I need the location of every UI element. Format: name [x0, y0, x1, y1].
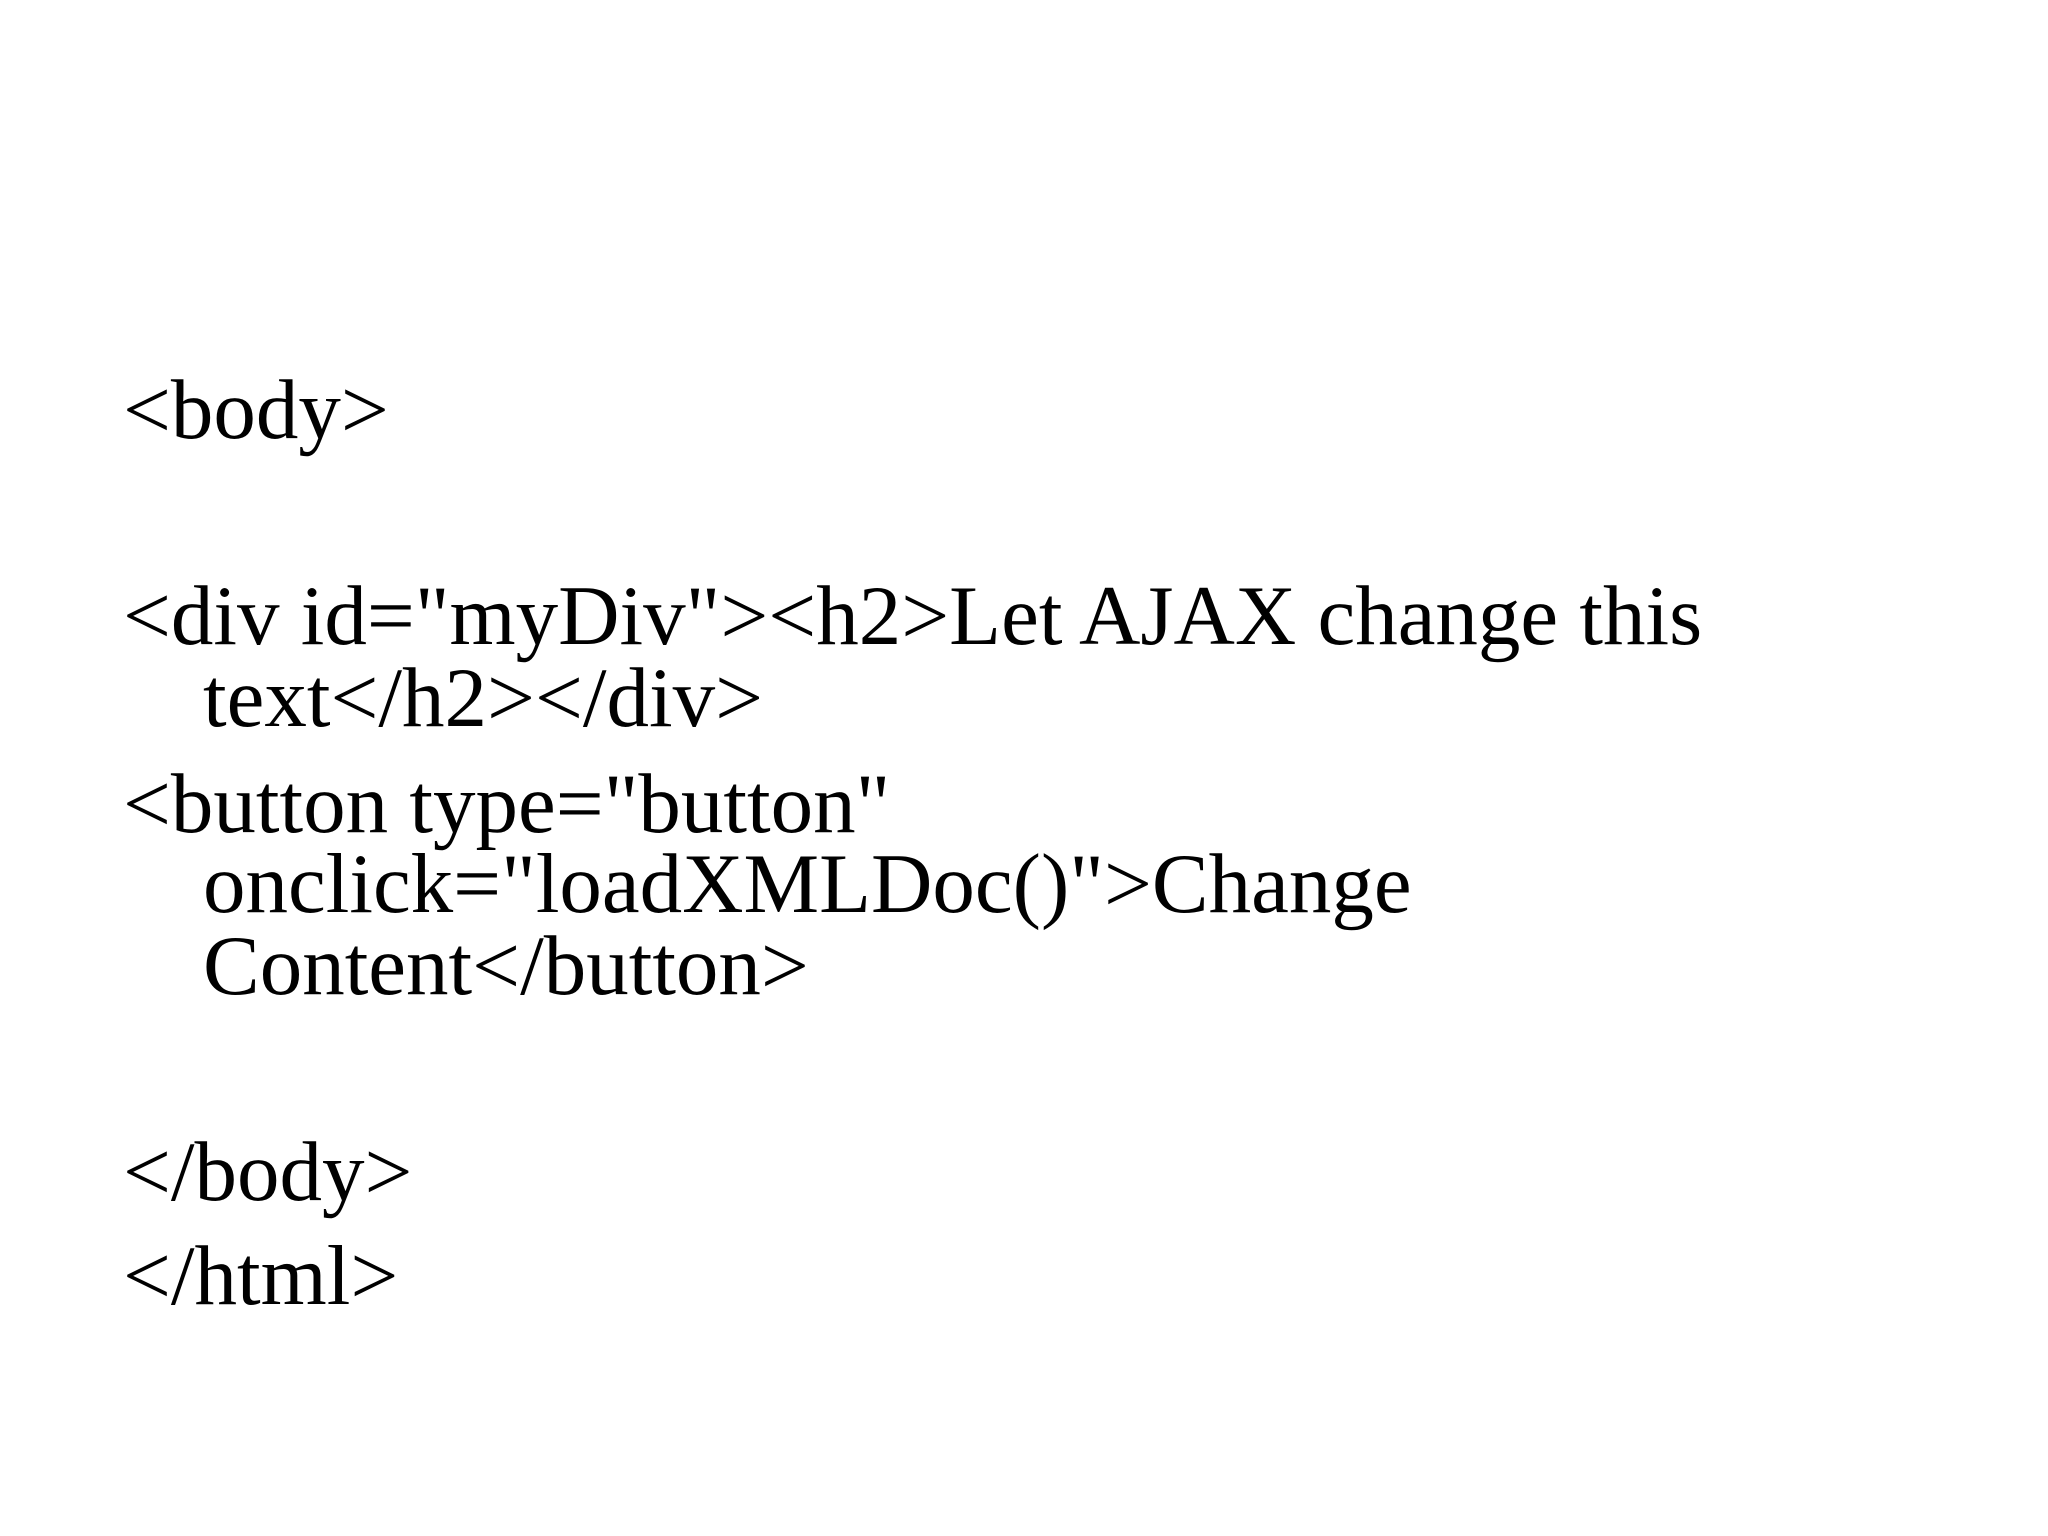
- code-line-body-close: </body>: [123, 1125, 413, 1219]
- code-line-body-open: <body>: [123, 363, 389, 457]
- code-line-button: <button type="button": [123, 757, 891, 851]
- code-line-html-close: </html>: [123, 1229, 399, 1323]
- code-line-button-onclick: onclick="loadXMLDoc()">Change: [203, 837, 1412, 931]
- code-line-button-content: Content</button>: [203, 919, 809, 1013]
- code-line-div: <div id="myDiv"><h2>Let AJAX change this: [123, 569, 1703, 663]
- code-line-div-continued: text</h2></div>: [203, 651, 764, 745]
